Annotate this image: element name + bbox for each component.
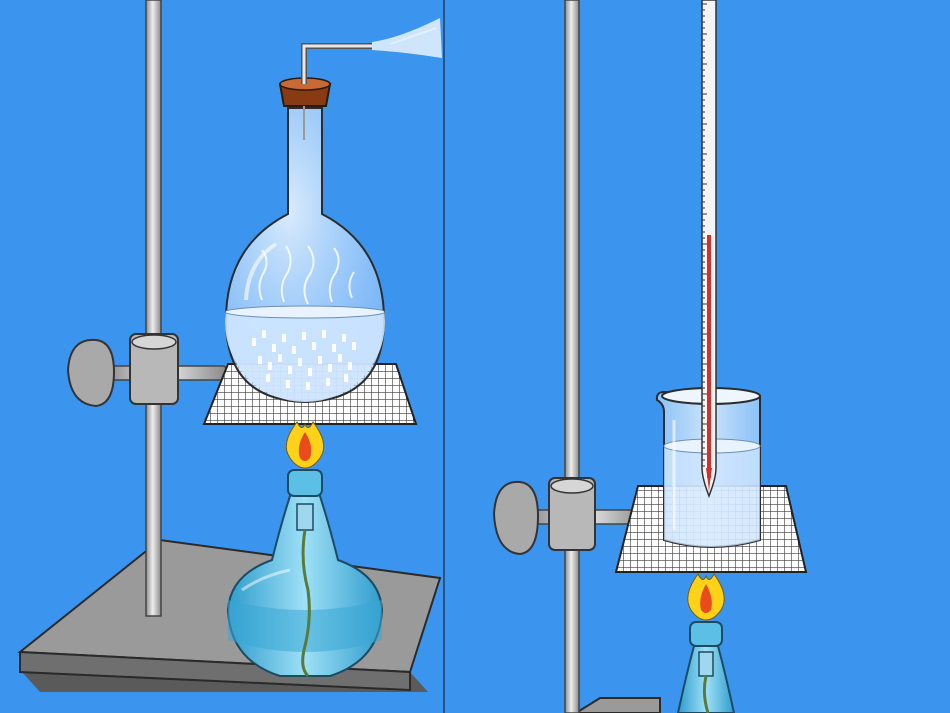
iron-stand-rod: [145, 0, 162, 617]
stand-base-plate-right: [574, 697, 661, 713]
round-bottom-flask: [224, 107, 386, 404]
alcohol-lamp-right: [676, 621, 736, 713]
flame-right: [687, 573, 725, 621]
flame: [285, 421, 325, 469]
alcohol-lamp: [226, 469, 384, 678]
iron-stand-rod-right: [564, 0, 580, 713]
left-panel: [17, 0, 442, 692]
thermometer: [701, 0, 717, 499]
thermometer-liquid: [707, 235, 711, 478]
steam-wisps: [258, 245, 355, 305]
thermometer-scale: [702, 3, 707, 467]
vapor-plume: [372, 18, 442, 58]
bent-glass-tube: [301, 43, 372, 140]
right-panel: [492, 0, 808, 713]
stand-clamp: [66, 333, 227, 408]
stand-clamp-right: [492, 477, 645, 556]
